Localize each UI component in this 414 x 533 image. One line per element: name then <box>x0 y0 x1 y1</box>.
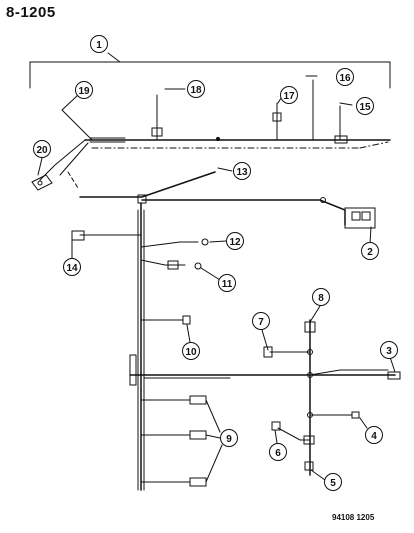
callout-3: 3 <box>380 341 398 359</box>
callout-8: 8 <box>312 288 330 306</box>
callout-group: 1 2 3 4 5 6 7 8 9 10 11 12 13 14 15 16 1… <box>33 35 398 491</box>
callout-18: 18 <box>187 80 205 98</box>
callout-13: 13 <box>233 162 251 180</box>
callout-15-label: 15 <box>359 102 371 113</box>
callout-20-label: 20 <box>36 145 48 156</box>
callout-6-label: 6 <box>275 448 281 459</box>
callout-1: 1 <box>90 35 108 53</box>
callout-20: 20 <box>33 140 51 158</box>
callout-3-label: 3 <box>386 346 392 357</box>
callout-7-label: 7 <box>258 317 264 328</box>
callout-5-label: 5 <box>330 478 336 489</box>
callout-7: 7 <box>252 312 270 330</box>
callout-12: 12 <box>226 232 244 250</box>
callout-16-label: 16 <box>339 73 351 84</box>
callout-14: 14 <box>63 258 81 276</box>
callout-11: 11 <box>218 274 236 292</box>
callout-2: 2 <box>361 242 379 260</box>
harness-bracket <box>29 61 391 89</box>
page-code: 8-1205 <box>6 4 56 21</box>
callout-14-label: 14 <box>66 263 78 274</box>
callout-2-label: 2 <box>367 247 373 258</box>
drawing-id: 94108 1205 <box>332 513 375 522</box>
callout-11-label: 11 <box>222 279 233 290</box>
callout-4-label: 4 <box>371 431 377 442</box>
callout-8-label: 8 <box>318 293 324 304</box>
callout-10: 10 <box>182 342 200 360</box>
callout-16: 16 <box>336 68 354 86</box>
callout-6: 6 <box>269 443 287 461</box>
callout-4: 4 <box>365 426 383 444</box>
mid-harness <box>79 171 346 226</box>
callout-18-label: 18 <box>190 85 202 96</box>
callout-9: 9 <box>220 429 238 447</box>
callout-19-label: 19 <box>78 86 90 97</box>
callout-5: 5 <box>324 473 342 491</box>
callout-9-label: 9 <box>226 434 232 445</box>
callout-19: 19 <box>75 81 93 99</box>
callout-10-label: 10 <box>185 347 197 358</box>
callout-12-label: 12 <box>229 237 241 248</box>
callout-13-label: 13 <box>236 167 248 178</box>
callout-17: 17 <box>280 86 298 104</box>
callout-1-label: 1 <box>96 40 102 51</box>
callout-17-label: 17 <box>283 91 295 102</box>
callout-15: 15 <box>356 97 374 115</box>
